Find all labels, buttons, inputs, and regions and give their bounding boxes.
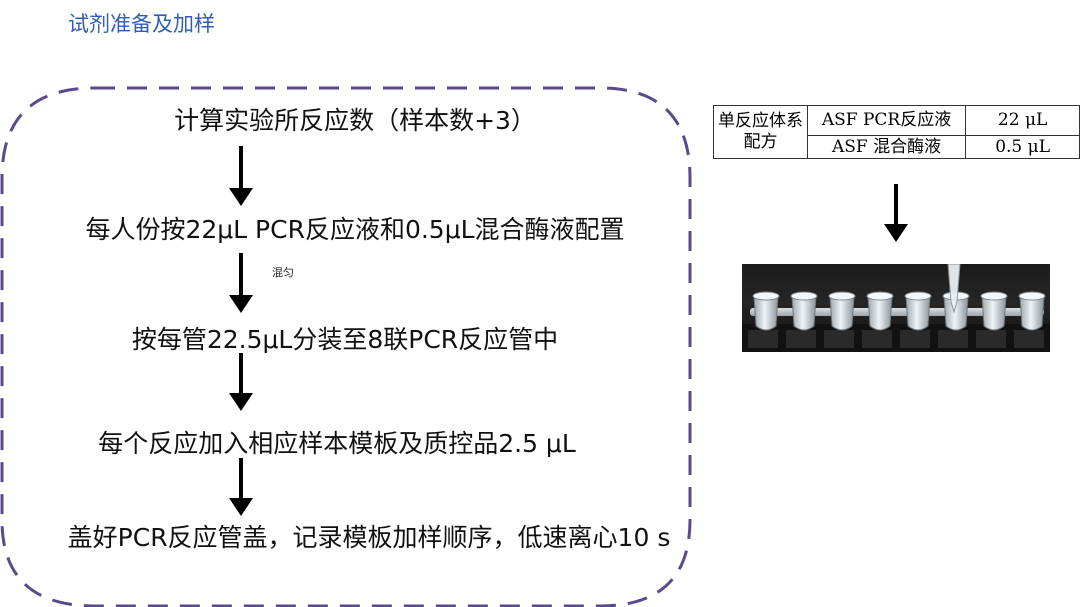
down-arrow-icon: [229, 253, 253, 313]
reaction-table-component: ASF PCR反应液: [806, 105, 967, 136]
down-arrow-icon: [229, 146, 253, 206]
slide-title: 试剂准备及加样: [68, 12, 215, 36]
down-arrow-icon: [229, 353, 253, 413]
reaction-table-volume: 0.5 μL: [965, 135, 1080, 159]
reaction-table-header: 单反应体系配方: [713, 105, 808, 159]
down-arrow-icon: [884, 184, 908, 244]
mix-note: 混匀: [272, 266, 294, 279]
flow-step-1: 计算实验所反应数（样本数+3）: [174, 106, 536, 135]
flow-step-2: 每人份按22μL PCR反应液和0.5μL混合酶液配置: [85, 215, 625, 244]
flow-step-4: 每个反应加入相应样本模板及质控品2.5 μL: [98, 429, 576, 458]
flow-step-5: 盖好PCR反应管盖，记录模板加样顺序，低速离心10 s: [67, 523, 671, 552]
down-arrow-icon: [229, 458, 253, 516]
reaction-table: 单反应体系配方 ASF PCR反应液 22 μL ASF 混合酶液 0.5 μL: [713, 105, 1080, 159]
reaction-table-component: ASF 混合酶液: [806, 135, 967, 159]
reaction-table-volume: 22 μL: [965, 105, 1080, 136]
pcr-strip-illustration: [742, 264, 1050, 352]
pcr-strip-photo: [742, 264, 1050, 352]
flow-step-3: 按每管22.5μL分装至8联PCR反应管中: [131, 325, 559, 354]
